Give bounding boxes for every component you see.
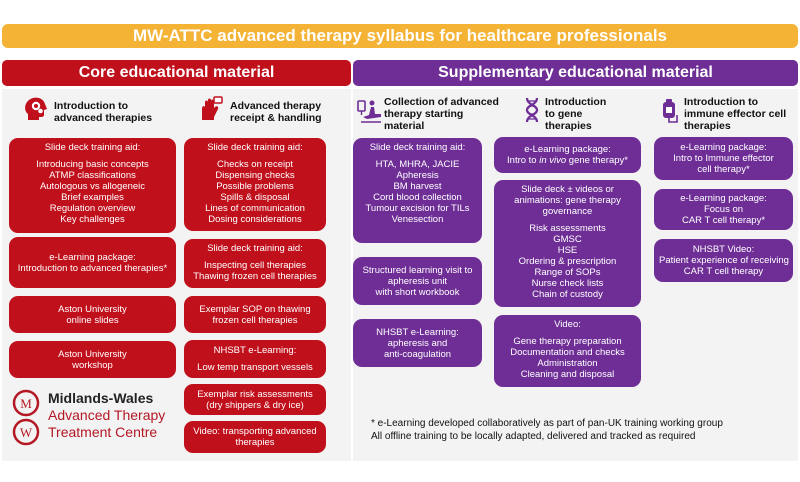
- core-heading: Core educational material: [2, 60, 351, 86]
- core-col1-box-3: Aston University online slides: [9, 296, 176, 333]
- apheresis-chair-icon: [355, 97, 383, 130]
- page-title: MW-ATTC advanced therapy syllabus for he…: [2, 24, 798, 48]
- blood-bag-icon: [657, 97, 685, 130]
- core-col2-box-3: Exemplar SOP on thawing frozen cell ther…: [184, 296, 326, 333]
- supp-col3-box-2: e-Learning package: Focus on CAR T cell …: [654, 189, 793, 230]
- core-col2-box-1: Slide deck training aid: Checks on recei…: [184, 138, 326, 231]
- attc-logo: M W: [11, 388, 43, 453]
- core-col2-box-4: NHSBT e-Learning: Low temp transport ves…: [184, 340, 326, 378]
- svg-text:W: W: [20, 425, 33, 440]
- supp-col2-box-2: Slide deck ± videos or animations: gene …: [494, 180, 641, 307]
- supp-col1-box-1: Slide deck training aid: HTA, MHRA, JACI…: [353, 138, 482, 243]
- footnote-elearning: * e-Learning developed collaboratively a…: [371, 418, 723, 429]
- svg-text:M: M: [20, 396, 32, 411]
- core-col2-box-5: Exemplar risk assessments (dry shippers …: [184, 384, 326, 415]
- footnotes: * e-Learning developed collaboratively a…: [371, 417, 723, 443]
- core-col2-box-6: Video: transporting advanced therapies: [184, 421, 326, 453]
- logo-text: Midlands-Wales Advanced Therapy Treatmen…: [48, 390, 166, 440]
- core-col1-box-1: Slide deck training aid: Introducing bas…: [9, 138, 176, 233]
- core-col2-box-2: Slide deck training aid: Inspecting cell…: [184, 239, 326, 288]
- supp-col2-box-3: Video: Gene therapy preparation Document…: [494, 315, 641, 387]
- supp-col1-box-2: Structured learning visit to apheresis u…: [353, 257, 482, 305]
- supp-col3-box-3: NHSBT Video: Patient experience of recei…: [654, 239, 793, 282]
- dna-icon: [518, 96, 546, 129]
- core-col1-box-4: Aston University workshop: [9, 341, 176, 378]
- supp-col1-box-3: NHSBT e-Learning: apheresis and anti-coa…: [353, 319, 482, 367]
- core-col1-box-2: e-Learning package: Introduction to adva…: [9, 237, 176, 288]
- gene-therapy-intro-text: Intro to in vivo gene therapy*: [507, 155, 628, 166]
- footnote-offline: All offline training to be locally adapt…: [371, 431, 696, 442]
- hand-icon: [197, 95, 225, 128]
- head-gear-icon: [22, 95, 50, 128]
- supp-col2-box-1: e-Learning package: Intro to in vivo gen…: [494, 137, 641, 173]
- supp-col3-box-1: e-Learning package: Intro to Immune effe…: [654, 137, 793, 180]
- supplementary-heading: Supplementary educational material: [353, 60, 798, 86]
